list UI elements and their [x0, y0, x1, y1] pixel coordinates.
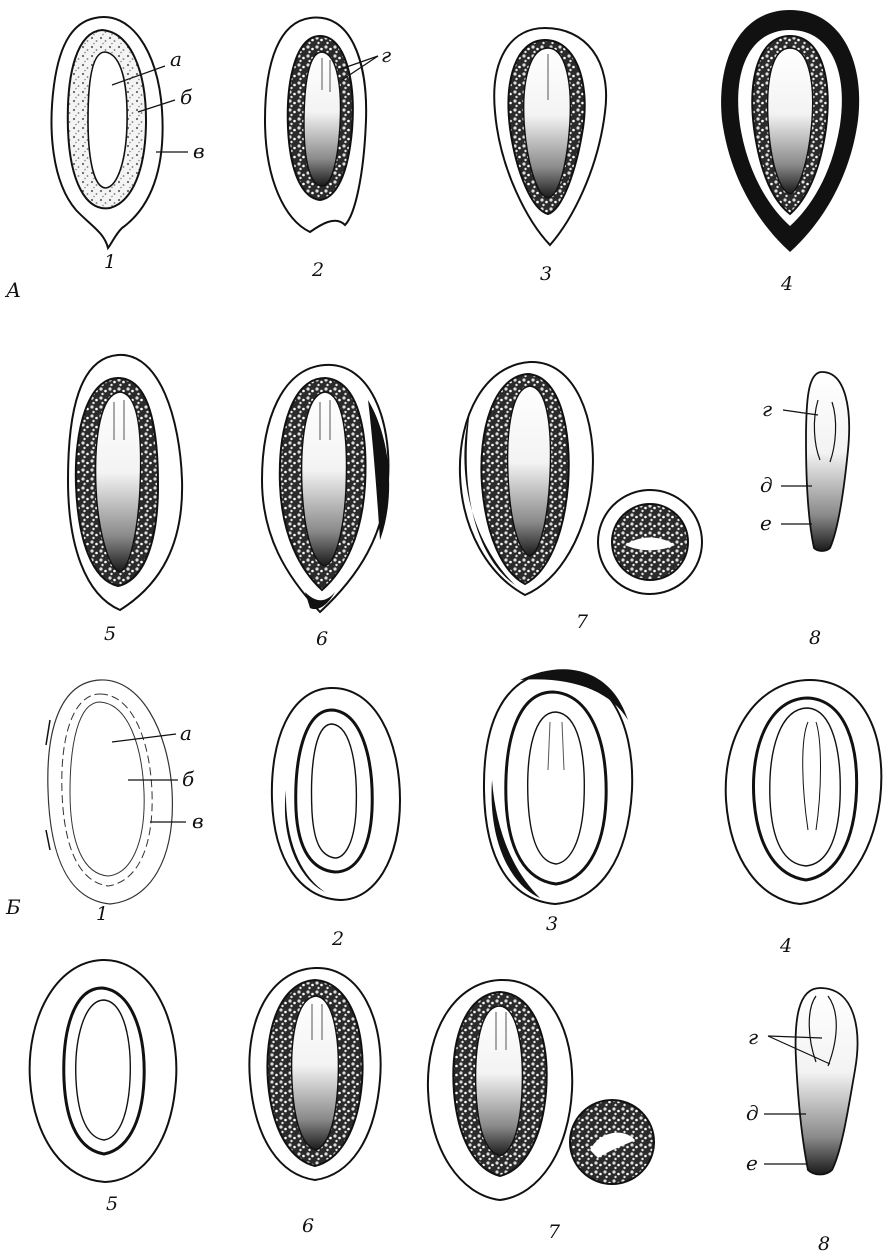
figure-number-b7: 7: [548, 1221, 561, 1243]
part-label-g-b8: г: [748, 1025, 758, 1049]
seed-a7: [460, 362, 702, 595]
seed-b2: [272, 688, 400, 900]
part-label-d-b8: д: [746, 1101, 759, 1125]
seed-a8: [781, 372, 849, 551]
seed-a4: [721, 10, 859, 252]
section-label-a: А: [4, 278, 21, 302]
seed-a3: [494, 28, 606, 245]
seed-a6: [262, 365, 389, 612]
figure-number-b8: 8: [818, 1233, 830, 1255]
section-label-b: Б: [5, 895, 21, 919]
figure-number-a1: 1: [104, 251, 116, 273]
seed-b6: [249, 968, 380, 1180]
figure-number-a8: 8: [809, 627, 821, 649]
part-label-b: б: [180, 85, 193, 109]
figure-number-a4: 4: [780, 273, 793, 295]
seed-a1: [52, 17, 188, 248]
figure-number-b4: 4: [779, 935, 792, 957]
figure-number-a7: 7: [576, 611, 589, 633]
seed-b1: [46, 680, 186, 904]
seed-b4: [726, 680, 882, 904]
figure-number-b1: 1: [96, 903, 108, 925]
part-label-a-b1: а: [180, 721, 192, 745]
figure-number-a6: 6: [316, 628, 328, 650]
part-label-g-a2: г: [381, 43, 391, 67]
part-label-v-b1: в: [192, 809, 204, 833]
figure-number-b6: 6: [302, 1215, 314, 1237]
part-label-g-a8: г: [762, 397, 772, 421]
seed-b7: [428, 980, 654, 1200]
seed-b3: [484, 669, 632, 904]
seed-b5: [30, 960, 177, 1182]
figure-number-b2: 2: [331, 928, 344, 950]
figure-number-a3: 3: [540, 263, 552, 285]
figure-number-b5: 5: [106, 1193, 118, 1215]
figure-number-a2: 2: [311, 259, 324, 281]
seed-a5: [68, 355, 182, 610]
seed-b8: [764, 988, 857, 1175]
part-label-v: в: [193, 139, 205, 163]
part-label-e-b8: е: [746, 1151, 758, 1175]
figure-number-a5: 5: [104, 623, 116, 645]
seed-a2: [265, 17, 378, 232]
part-label-e-a8: е: [760, 511, 772, 535]
part-label-a: а: [170, 47, 182, 71]
figure-number-b3: 3: [546, 913, 558, 935]
part-label-b-b1: б: [182, 767, 195, 791]
part-label-d-a8: д: [760, 473, 773, 497]
